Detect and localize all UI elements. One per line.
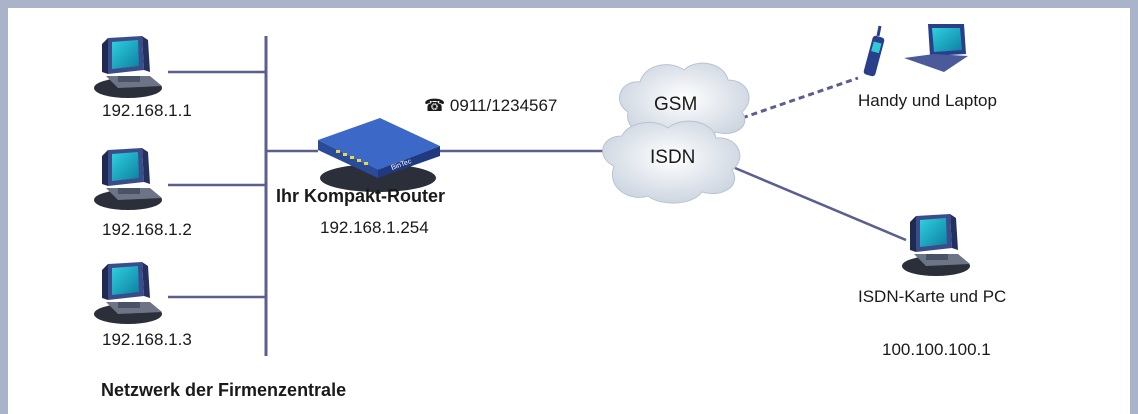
router-icon: BinTec <box>318 118 440 192</box>
router-name-label: Ihr Kompakt-Router <box>276 186 446 206</box>
pc-icon-3 <box>94 262 162 324</box>
phone-number-label: ☎ 0911/1234567 <box>424 96 557 116</box>
pc2-ip-label: 192.168.1.2 <box>102 220 192 239</box>
pc1-ip-label: 192.168.1.1 <box>102 101 192 120</box>
handy-laptop-label: Handy und Laptop <box>858 91 997 110</box>
link-gsm-handy <box>741 76 859 120</box>
pc-icon-2 <box>94 148 162 210</box>
remote-pc-icon <box>902 214 970 276</box>
phone-number: 0911/1234567 <box>449 96 558 115</box>
laptop-icon <box>904 24 968 72</box>
isdn-cloud <box>602 120 741 204</box>
link-isdn-pc <box>734 166 907 242</box>
isdn-label: ISDN <box>650 147 696 168</box>
telephone-icon: ☎ <box>424 96 446 115</box>
pc3-ip-label: 192.168.1.3 <box>102 330 192 349</box>
network-caption: Netzwerk der Firmenzentrale <box>101 380 347 400</box>
router-ip-label: 192.168.1.254 <box>320 218 429 237</box>
mobile-phone-icon <box>863 25 885 77</box>
isdn-pc-ip-label: 100.100.100.1 <box>882 340 991 359</box>
isdn-pc-label: ISDN-Karte und PC <box>858 287 1007 306</box>
diagram-panel <box>8 8 1130 414</box>
gsm-label: GSM <box>654 94 698 115</box>
pc-icon-1 <box>94 36 162 98</box>
